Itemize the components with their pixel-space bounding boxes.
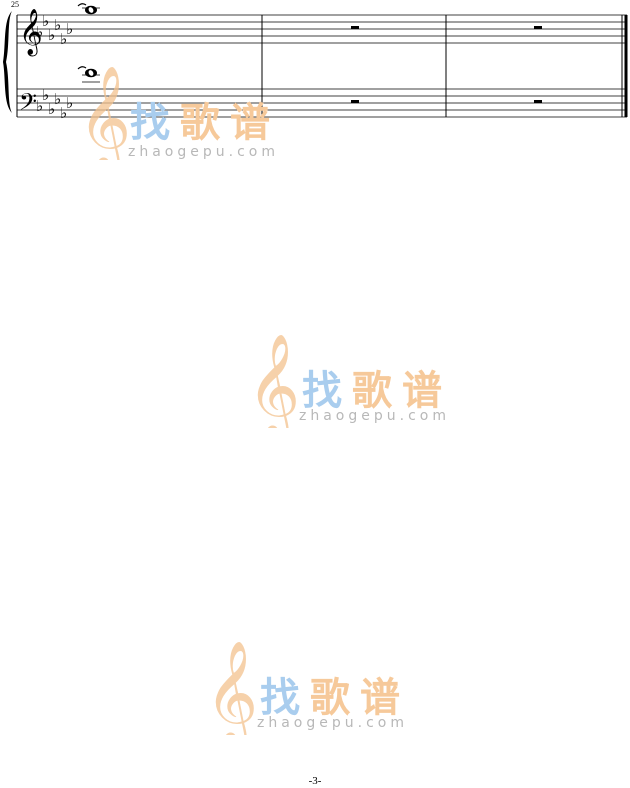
watermark-char: 找 (260, 675, 300, 721)
svg-text:♭: ♭ (54, 16, 61, 34)
treble-whole-note (77, 3, 100, 15)
treble-clef-logo-icon: 𝄞 (78, 65, 131, 160)
watermark-char: 谱 (360, 675, 400, 721)
measure-number: 25 (11, 0, 19, 9)
watermark-char: 谱 (230, 100, 270, 146)
watermark-char: 找 (130, 100, 170, 146)
whole-rest (534, 26, 542, 29)
svg-text:♭: ♭ (36, 23, 43, 41)
watermark-char: 找 (302, 368, 342, 414)
svg-text:♭: ♭ (48, 26, 55, 44)
svg-text:♭: ♭ (42, 12, 49, 30)
watermark-domain: zhaogepu.com (299, 408, 450, 424)
bass-clef-icon: 𝄢 (19, 88, 37, 121)
treble-key-signature-flats: ♭ ♭ ♭ ♭ ♭ ♭ (36, 12, 73, 48)
watermark: 𝄞 找 歌 谱 zhaogepu.com (205, 635, 465, 745)
bass-whole-note (77, 66, 100, 83)
watermark: 𝄞 找 歌 谱 zhaogepu.com (247, 328, 507, 438)
bass-key-signature-flats: ♭ ♭ ♭ ♭ ♭ ♭ (36, 86, 73, 122)
watermark-char: 谱 (402, 368, 442, 414)
tie-arc (77, 66, 87, 70)
svg-text:♭: ♭ (60, 104, 67, 122)
svg-text:♭: ♭ (48, 100, 55, 118)
treble-clef-logo-icon: 𝄞 (205, 640, 258, 735)
treble-staff (17, 14, 627, 44)
watermark: 𝄞 找 歌 谱 zhaogepu.com (78, 60, 338, 170)
svg-text:♭: ♭ (66, 20, 73, 38)
bass-staff (17, 88, 627, 118)
svg-text:♭: ♭ (54, 90, 61, 108)
watermark-char: 歌 (352, 368, 392, 414)
svg-text:♭: ♭ (66, 94, 73, 112)
treble-clef-logo-icon: 𝄞 (247, 333, 300, 428)
watermark-char: 歌 (310, 675, 350, 721)
score-system: 𝄞 𝄢 ♭ ♭ ♭ ♭ ♭ ♭ ♭ ♭ ♭ ♭ ♭ ♭ (3, 3, 628, 122)
watermark-domain: zhaogepu.com (128, 144, 279, 160)
svg-text:♭: ♭ (42, 86, 49, 104)
svg-text:♭: ♭ (60, 30, 67, 48)
svg-text:♭: ♭ (36, 97, 43, 115)
grand-staff-brace (3, 11, 12, 113)
tie-arc (77, 3, 87, 7)
treble-clef-icon: 𝄞 (19, 9, 43, 57)
svg-text:𝄞: 𝄞 (247, 333, 300, 428)
whole-rest (351, 26, 359, 29)
watermark-char: 歌 (180, 100, 220, 146)
whole-rest (351, 100, 359, 103)
page-number: -3- (308, 775, 322, 787)
whole-rest (534, 100, 542, 103)
final-barline-thick (624, 15, 628, 117)
svg-text:𝄞: 𝄞 (78, 65, 131, 160)
svg-text:𝄞: 𝄞 (205, 640, 258, 735)
watermark-domain: zhaogepu.com (257, 715, 408, 731)
